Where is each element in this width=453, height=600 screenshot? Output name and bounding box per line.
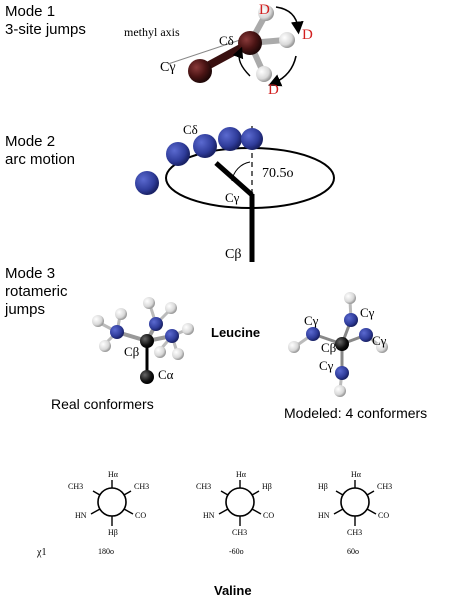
proj1-lower-left: HN	[75, 511, 87, 520]
model-c-gamma-label-3: Cγ	[372, 333, 387, 348]
model-c-gamma-3	[359, 328, 373, 342]
mode1-molecule	[167, 5, 304, 87]
deuterium-label-2: D	[302, 27, 313, 43]
real-conformers-caption: Real conformers	[51, 396, 154, 412]
real-c-gamma-2	[149, 317, 163, 331]
mode1-title-line2: 3-site jumps	[5, 21, 86, 38]
proj1-top: Hα	[108, 470, 118, 479]
angle-label: 70.5o	[262, 166, 294, 181]
proj3-top: Hα	[351, 470, 361, 479]
deuterium-atom-2	[279, 32, 295, 48]
mode3-title-line2: rotameric	[5, 283, 68, 300]
cg-cd-arc-bond	[214, 161, 254, 197]
proj1-upper-left: CH3	[68, 482, 84, 491]
newman-projection-2	[218, 480, 262, 526]
newman-projection-1	[90, 480, 134, 526]
proj1-angle: 180o	[98, 547, 114, 556]
methyl-axis-label: methyl axis	[124, 25, 180, 39]
modeled-conformers-caption: Modeled: 4 conformers	[284, 405, 428, 421]
mode2-title-line1: Mode 2	[5, 133, 56, 150]
proj2-top: Hα	[236, 470, 246, 479]
c-delta-position-1	[135, 171, 159, 195]
mode1-title-line1: Mode 1	[5, 3, 56, 20]
model-c-gamma-label-2: Cγ	[360, 305, 375, 320]
proj2-angle: -60o	[229, 547, 244, 556]
real-conformers-molecule	[92, 297, 194, 384]
real-c-beta-atom	[140, 334, 154, 348]
proj2-upper-left: CH3	[196, 482, 212, 491]
proj3-angle: 60o	[347, 547, 359, 556]
real-c-alpha-label: Cα	[158, 367, 174, 382]
proj2-bottom: CH3	[232, 528, 248, 537]
real-c-gamma-3	[165, 329, 179, 343]
proj3-lower-right: CO	[378, 511, 390, 520]
newman-projection-3	[333, 480, 377, 526]
rotation-arrow-3	[232, 46, 251, 77]
proj1-bottom: Hβ	[108, 528, 118, 537]
proj3-upper-right: CH3	[377, 482, 393, 491]
proj3-bottom: CH3	[347, 528, 363, 537]
c-gamma-atom	[188, 59, 212, 83]
model-c-gamma-label-4: Cγ	[319, 358, 334, 373]
model-c-gamma-1	[306, 327, 320, 341]
model-c-gamma-4	[335, 366, 349, 380]
mode1-c-delta-label: Cδ	[219, 33, 234, 48]
methyl-axis-line	[167, 37, 247, 65]
chi1-label: χ1	[37, 547, 47, 558]
proj2-lower-right: CO	[263, 511, 275, 520]
modeled-conformers-molecule	[288, 292, 388, 397]
mode2-c-delta-label: Cδ	[183, 122, 198, 137]
model-c-gamma-2	[344, 313, 358, 327]
rotation-arrow-2	[268, 55, 297, 87]
mode2-title-line2: arc motion	[5, 151, 76, 168]
model-c-beta-atom	[335, 337, 349, 351]
leucine-title: Leucine	[211, 325, 261, 340]
valine-title: Valine	[214, 583, 252, 598]
c-delta-atom	[238, 31, 262, 55]
c-delta-position-4	[218, 127, 242, 151]
c-delta-position-2	[166, 142, 190, 166]
proj3-lower-left: HN	[318, 511, 330, 520]
mode2-title: Mode 2 arc motion	[5, 133, 75, 169]
deuterium-atom-1	[258, 5, 274, 21]
deuterium-label-1: D	[259, 2, 270, 18]
proj1-lower-right: CO	[135, 511, 147, 520]
mode1-c-gamma-label: Cγ	[160, 60, 176, 75]
proj2-lower-left: HN	[203, 511, 215, 520]
real-c-alpha-atom	[140, 370, 154, 384]
mode1-title: Mode 1 3-site jumps	[5, 3, 86, 39]
c-delta-position-5	[241, 128, 263, 150]
deuterium-atom-3	[256, 66, 272, 82]
mode2-arc	[135, 126, 335, 262]
real-c-gamma-1	[110, 325, 124, 339]
proj3-upper-left: Hβ	[318, 482, 328, 491]
rotation-arrow-1	[275, 6, 304, 35]
proj2-upper-right: Hβ	[262, 482, 272, 491]
model-c-gamma-label-1: Cγ	[304, 313, 319, 328]
c-delta-position-3	[193, 134, 217, 158]
mode2-c-gamma-label: Cγ	[225, 190, 240, 205]
real-c-beta-label: Cβ	[124, 344, 140, 359]
mode3-title: Mode 3 rotameric jumps	[5, 265, 68, 319]
mode3-title-line1: Mode 3	[5, 265, 56, 282]
model-c-beta-label: Cβ	[321, 340, 337, 355]
deuterium-label-3: D	[268, 82, 279, 98]
mode3-title-line3: jumps	[5, 301, 46, 318]
mode2-c-beta-label: Cβ	[225, 247, 242, 262]
proj1-upper-right: CH3	[134, 482, 150, 491]
